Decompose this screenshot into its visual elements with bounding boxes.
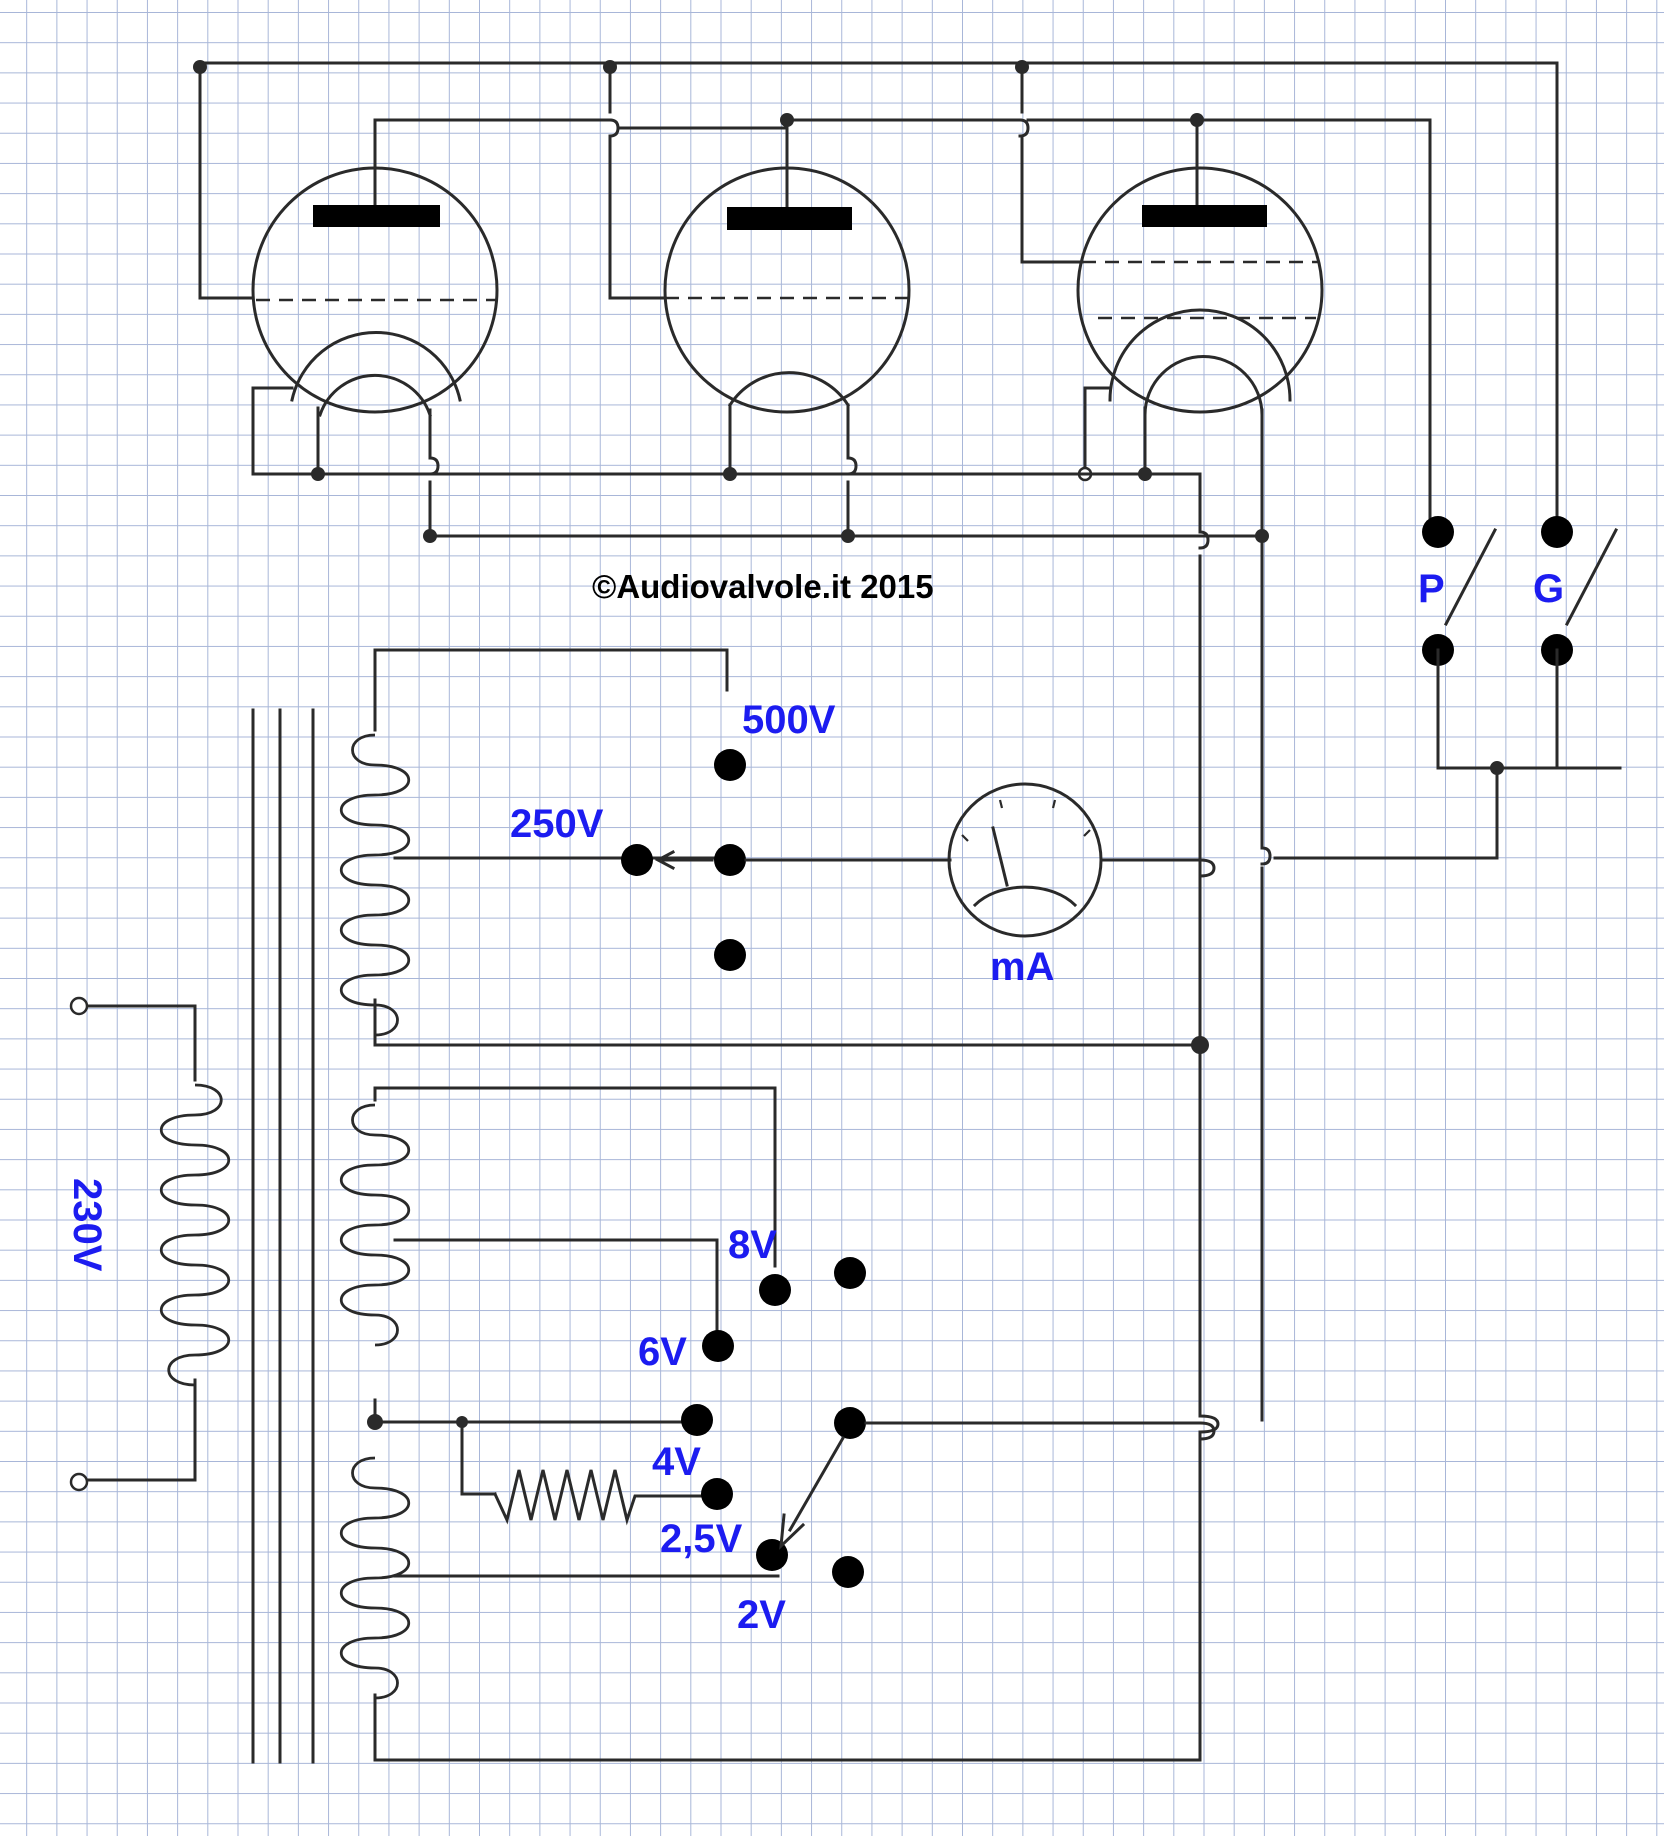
triode-tube-1: [251, 166, 499, 538]
label-230v: 230V: [65, 1178, 109, 1272]
rheostat: [493, 1469, 702, 1526]
tap-250v: [621, 844, 653, 876]
heater-filament: [1108, 308, 1292, 402]
tube-envelope: [1076, 166, 1324, 414]
label-8v: 8V: [728, 1223, 777, 1267]
label-6v: 6V: [638, 1330, 687, 1374]
tube-envelope: [251, 166, 499, 414]
label-4v: 4V: [652, 1440, 701, 1484]
label-plate-switch: P: [1418, 567, 1445, 611]
heater-secondary-winding: [340, 1086, 1202, 1762]
tap-2-5v: [701, 1478, 733, 1510]
anode-plate: [727, 207, 852, 230]
cathode: [727, 371, 851, 408]
tap-spare-1: [834, 1257, 866, 1289]
tap-6v: [702, 1330, 734, 1362]
mains-primary: [69, 996, 230, 1492]
plate-switch[interactable]: [1422, 516, 1622, 770]
tap-4v: [681, 1404, 713, 1436]
label-500v: 500V: [742, 698, 836, 742]
meter-scale: [972, 885, 1078, 908]
label-grid-switch: G: [1533, 567, 1564, 611]
tube-envelope: [663, 166, 911, 414]
cathode: [318, 373, 432, 417]
heater-buses: [251, 472, 1272, 1434]
copyright-text: ©Audiovalvole.it 2015: [592, 568, 934, 605]
pentode-tube-3: [1076, 166, 1324, 538]
mains-terminal-top: [69, 996, 89, 1016]
heater-selector[interactable]: [681, 1257, 1216, 1588]
tap-spare-2: [832, 1556, 864, 1588]
heater-filament: [290, 331, 462, 402]
label-2v: 2V: [737, 1593, 786, 1637]
anode-plate: [313, 205, 440, 227]
label-milliammeter: mA: [990, 945, 1054, 989]
milliammeter: [744, 782, 1216, 938]
mains-terminal-bottom: [69, 1472, 89, 1492]
label-250v: 250V: [510, 802, 604, 846]
triode-tube-2: [663, 166, 911, 538]
meter-needle: [991, 826, 1009, 887]
selector-wiper: [834, 1407, 866, 1439]
tap-500v: [714, 749, 746, 781]
tap-selector: [714, 844, 746, 876]
transformer-core: [251, 708, 315, 1764]
label-2-5v: 2,5V: [660, 1517, 743, 1561]
top-wiring: [193, 60, 1559, 534]
cathode: [1143, 355, 1264, 417]
grid-switch[interactable]: [1273, 516, 1619, 860]
anode-plate: [1142, 205, 1267, 227]
tap-8v: [759, 1274, 791, 1306]
ht-secondary-winding: [340, 648, 1209, 1054]
tap-spare: [714, 939, 746, 971]
